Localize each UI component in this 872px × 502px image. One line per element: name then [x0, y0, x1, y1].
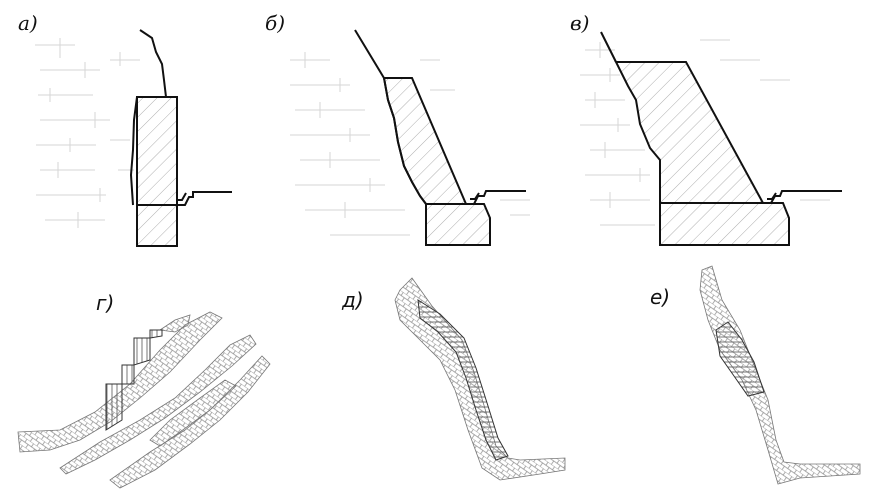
wall-body-b: [382, 77, 468, 205]
panel-d: д): [341, 277, 566, 481]
panel-a: а): [18, 11, 232, 247]
panel-label-e: е): [650, 285, 670, 309]
drain-v: [763, 190, 842, 204]
rock-face-a: [129, 29, 167, 206]
panel-label-b: б): [265, 11, 285, 35]
rock-face-v: [600, 31, 617, 63]
panel-label-v: в): [570, 11, 589, 35]
panel-b: б): [265, 11, 530, 246]
panel-g: г): [17, 291, 271, 489]
panel-label-d: д): [341, 288, 364, 312]
soil-layer-e: [699, 265, 861, 485]
panel-v: в): [570, 11, 842, 246]
rock-texture-a: [35, 38, 140, 228]
wall-footing-b: [425, 203, 491, 246]
rock-texture-b: [290, 52, 530, 236]
facing-layer-e: [715, 321, 765, 397]
stepped-walls-g: [105, 329, 163, 431]
wall-body-a: [136, 96, 178, 206]
rock-texture-v: [580, 39, 830, 226]
wall-footing-v: [659, 202, 790, 246]
panel-label-g: г): [96, 291, 114, 315]
wall-footing-a: [136, 204, 178, 247]
drain-a: [177, 191, 232, 206]
panel-e: е): [650, 265, 861, 485]
facing-layer-d: [417, 299, 509, 461]
drain-b: [466, 190, 526, 205]
wall-body-v: [614, 61, 765, 204]
panel-label-a: а): [18, 11, 38, 35]
strata-g: [17, 311, 271, 489]
